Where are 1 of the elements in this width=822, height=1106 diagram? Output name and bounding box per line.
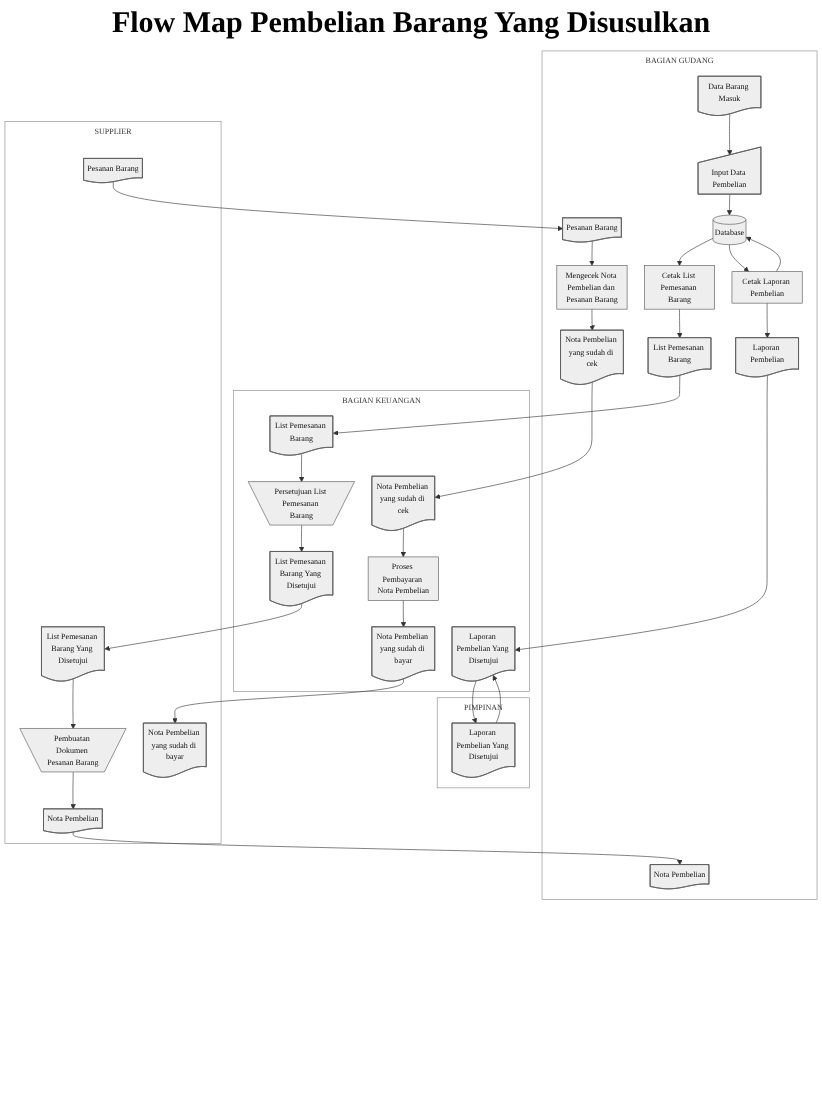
diagram-title: Flow Map Pembelian Barang Yang Disusulkan [109, 8, 713, 42]
